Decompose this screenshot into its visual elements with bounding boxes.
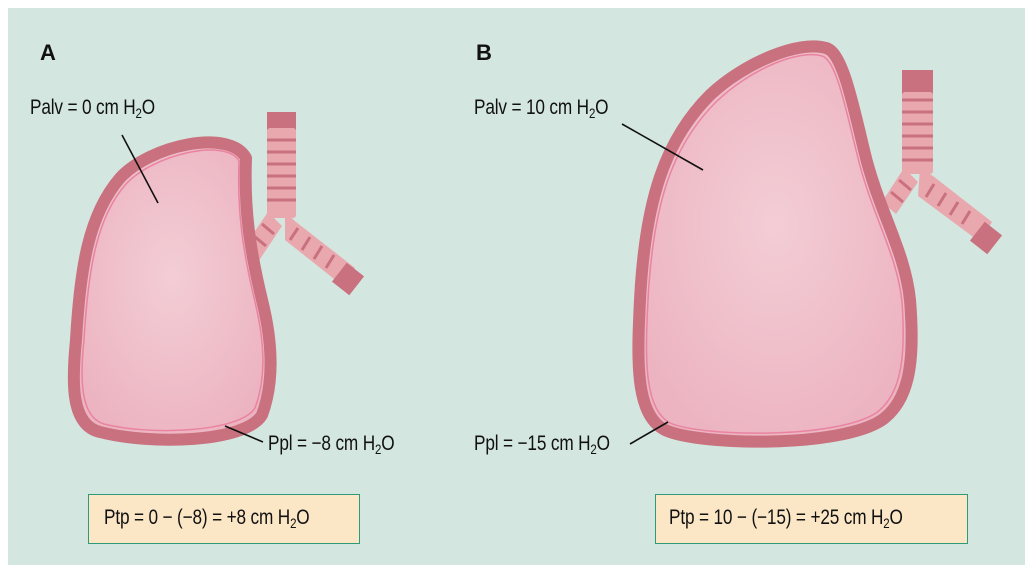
- ptp-a-formula: Ptp = 0 − (−8) = +8 cm H2O: [104, 506, 310, 531]
- panel-b-label: B: [476, 40, 492, 66]
- lung-a: [74, 142, 271, 439]
- trachea-a: [267, 112, 296, 218]
- panel-a-label: A: [40, 40, 56, 66]
- palv-a-label: Palv = 0 cm H2O: [30, 96, 155, 121]
- bronchus-right-b: [918, 168, 1002, 254]
- ptp-b-formula: Ptp = 10 − (−15) = +25 cm H2O: [669, 506, 903, 531]
- bronchus-right-a: [285, 212, 364, 295]
- palv-b-label: Palv = 10 cm H2O: [474, 96, 608, 121]
- lung-b: [638, 46, 911, 441]
- trachea-b: [902, 70, 933, 174]
- ppl-b-label: Ppl = −15 cm H2O: [474, 432, 610, 457]
- ptp-b-box: Ptp = 10 − (−15) = +25 cm H2O: [655, 494, 968, 544]
- ptp-a-box: Ptp = 0 − (−8) = +8 cm H2O: [88, 494, 360, 544]
- ppl-a-label: Ppl = −8 cm H2O: [268, 432, 394, 457]
